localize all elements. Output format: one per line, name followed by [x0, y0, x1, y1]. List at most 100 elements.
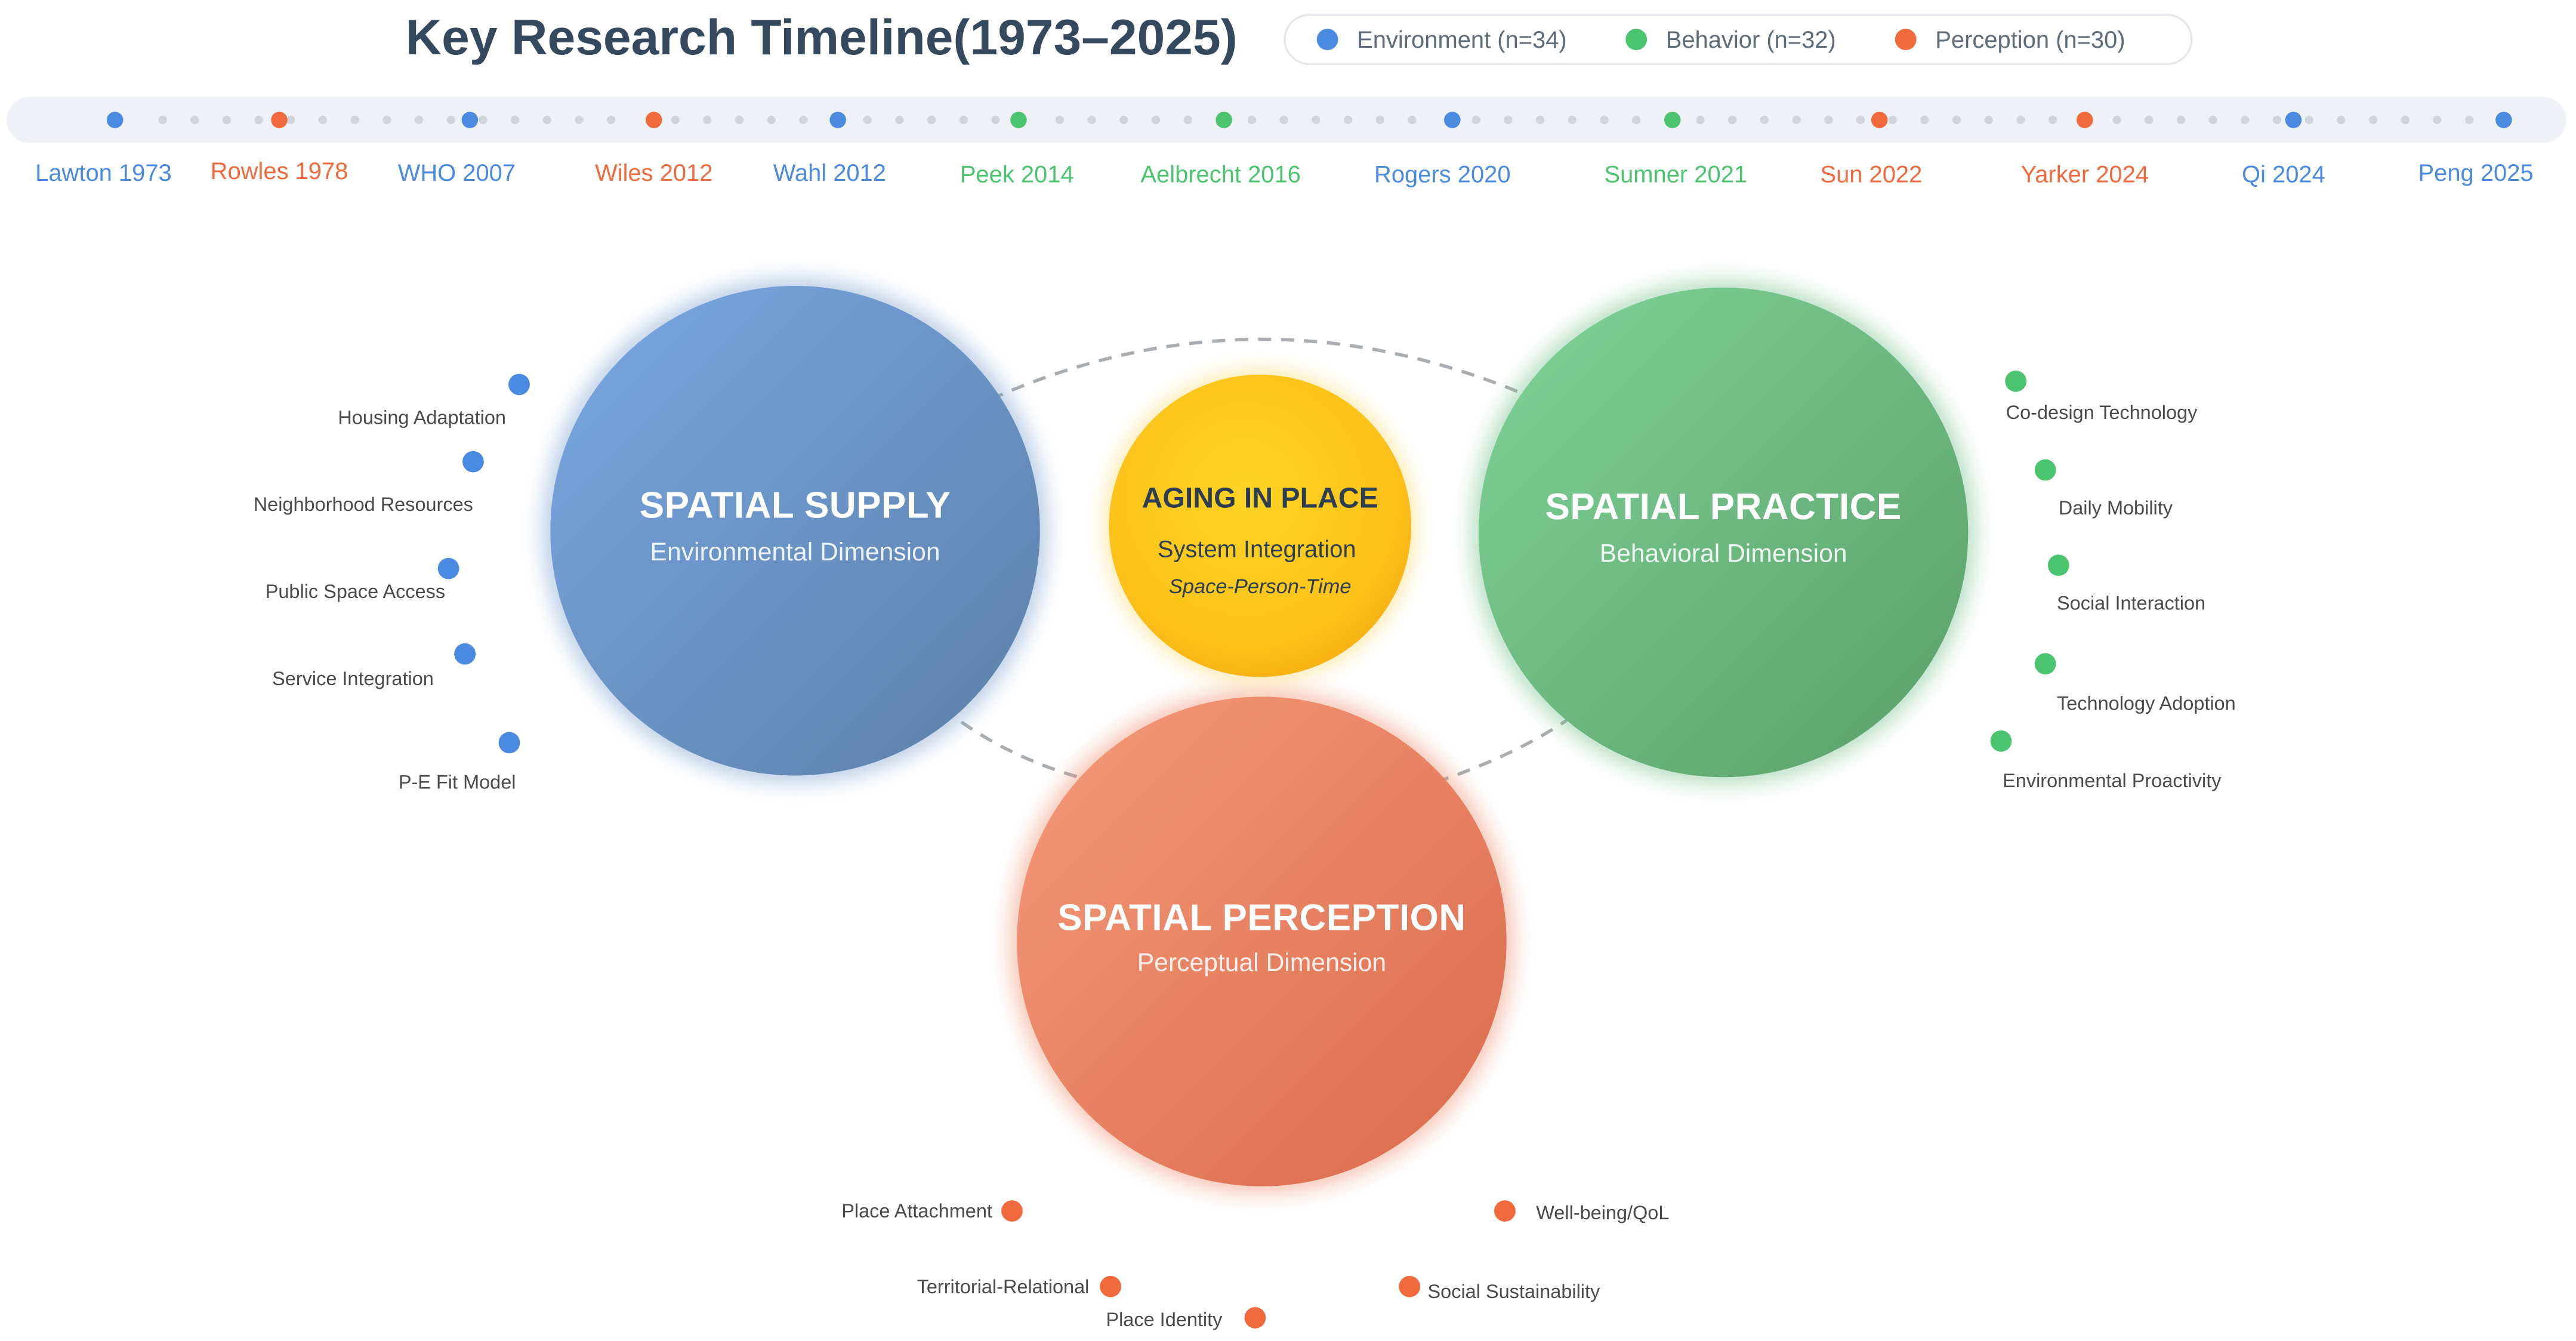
core-circle — [1109, 374, 1411, 677]
timeline-tick — [1824, 115, 1833, 125]
timeline-tick — [2401, 115, 2410, 125]
timeline-tick — [2241, 115, 2250, 125]
timeline-tick — [1856, 115, 1865, 125]
supply-title: SPATIAL SUPPLY — [640, 485, 951, 526]
timeline-label: Qi 2024 — [2242, 162, 2325, 188]
timeline-tick — [671, 115, 680, 125]
timeline-label: Wiles 2012 — [595, 160, 712, 186]
supply-item-dot — [498, 732, 520, 754]
arc-supply-practice — [990, 337, 1537, 401]
timeline-tick — [735, 115, 744, 125]
timeline-tick — [607, 115, 616, 125]
timeline-marker — [2285, 112, 2302, 128]
timeline-tick — [479, 115, 488, 125]
timeline-tick — [2112, 115, 2121, 125]
supply-item-dot — [462, 451, 484, 473]
timeline-marker — [1444, 112, 1461, 128]
timeline-tick — [2176, 115, 2186, 125]
timeline-tick — [1279, 115, 1288, 125]
timeline-tick — [510, 115, 520, 125]
timeline-marker — [1010, 112, 1027, 128]
timeline-tick — [158, 115, 167, 125]
perception-items: Place Attachment Territorial-Relational … — [841, 1200, 1669, 1330]
timeline-tick — [382, 115, 391, 125]
timeline-tick — [1728, 115, 1737, 125]
legend-frame — [1284, 14, 2193, 66]
supply-item-public-space-access: Public Space Access — [266, 581, 445, 602]
practice-item-social-interaction: Social Interaction — [2057, 592, 2205, 614]
supply-item-housing-adaptation: Housing Adaptation — [338, 406, 506, 428]
legend-label-perception: Perception (n=30) — [1935, 27, 2125, 53]
timeline-marker — [1664, 112, 1681, 128]
perception-subtitle: Perceptual Dimension — [1137, 948, 1386, 977]
legend-dot-perception — [1895, 29, 1917, 50]
practice-item-daily-mobility: Daily Mobility — [2059, 497, 2173, 519]
perception-item-wellbeing-qol: Well-being/QoL — [1536, 1202, 1669, 1223]
timeline-label: Sun 2022 — [1820, 162, 1922, 188]
timeline-tick — [2337, 115, 2346, 125]
supply-item-dot — [437, 557, 459, 579]
practice-item-co-design-technology: Co-design Technology — [2006, 402, 2198, 423]
aging-in-place-core: AGING IN PLACE System Integration Space-… — [1104, 369, 1417, 682]
timeline-marker — [2077, 112, 2093, 128]
spatial-practice-node: SPATIAL PRACTICE Behavioral Dimension — [1470, 279, 1977, 786]
timeline-label: Wahl 2012 — [773, 160, 886, 186]
legend-dot-behavior — [1625, 29, 1648, 50]
practice-items: Co-design Technology Daily Mobility Soci… — [1990, 370, 2236, 791]
timeline-label: Peek 2014 — [960, 162, 1074, 188]
perception-item-place-identity: Place Identity — [1106, 1309, 1223, 1330]
practice-subtitle: Behavioral Dimension — [1600, 540, 1847, 568]
timeline-marker — [271, 112, 288, 128]
supply-item-pe-fit-model: P-E Fit Model — [399, 772, 516, 793]
perception-item-dot — [1399, 1275, 1421, 1297]
connection-arcs — [942, 337, 1591, 787]
supply-item-dot — [454, 643, 476, 665]
timeline-label: Lawton 1973 — [35, 160, 172, 186]
core-subtitle: System Integration — [1158, 536, 1356, 562]
perception-circle — [1017, 696, 1507, 1186]
timeline-label: Aelbrecht 2016 — [1140, 162, 1300, 188]
timeline-tick — [927, 115, 936, 125]
legend-label-behavior: Behavior (n=32) — [1666, 27, 1836, 53]
timeline-tick — [1760, 115, 1769, 125]
timeline-tick — [1952, 115, 1961, 125]
timeline-tick — [1792, 115, 1801, 125]
timeline-tick — [895, 115, 904, 125]
timeline-marker — [461, 112, 479, 128]
supply-subtitle: Environmental Dimension — [650, 538, 940, 566]
timeline-tick — [703, 115, 712, 125]
timeline-tick — [1568, 115, 1577, 125]
timeline-tick — [1343, 115, 1353, 125]
core-title: AGING IN PLACE — [1142, 482, 1378, 514]
supply-items: Housing Adaptation Neighborhood Resource… — [254, 374, 530, 793]
timeline-tick — [1984, 115, 1993, 125]
perception-title: SPATIAL PERCEPTION — [1057, 897, 1466, 938]
perception-item-dot — [1494, 1200, 1516, 1222]
timeline-tick — [1408, 115, 1417, 125]
timeline-tick — [1151, 115, 1161, 125]
practice-item-technology-adoption: Technology Adoption — [2057, 692, 2236, 714]
supply-item-neighborhood-resources: Neighborhood Resources — [254, 494, 473, 515]
practice-title: SPATIAL PRACTICE — [1545, 486, 1901, 528]
timeline-tick — [1600, 115, 1609, 125]
timeline-label: Peng 2025 — [2418, 160, 2534, 186]
timeline-tick — [863, 115, 872, 125]
perception-item-dot — [1100, 1275, 1122, 1297]
timeline-tick — [1471, 115, 1480, 125]
timeline-label: Rowles 1978 — [211, 158, 348, 184]
timeline-tick — [2272, 115, 2282, 125]
timeline-marker — [1871, 112, 1888, 128]
practice-item-environmental-proactivity: Environmental Proactivity — [2003, 770, 2222, 791]
timeline-tick — [446, 115, 455, 125]
timeline-tick — [1504, 115, 1513, 125]
timeline-tick — [2145, 115, 2154, 125]
timeline-tick — [1375, 115, 1384, 125]
timeline-tick — [286, 115, 295, 125]
timeline-tick — [575, 115, 584, 125]
timeline-tick — [2464, 115, 2474, 125]
spatial-supply-node: SPATIAL SUPPLY Environmental Dimension — [542, 278, 1048, 784]
timeline-tick — [318, 115, 328, 125]
timeline-marker — [2495, 112, 2512, 128]
